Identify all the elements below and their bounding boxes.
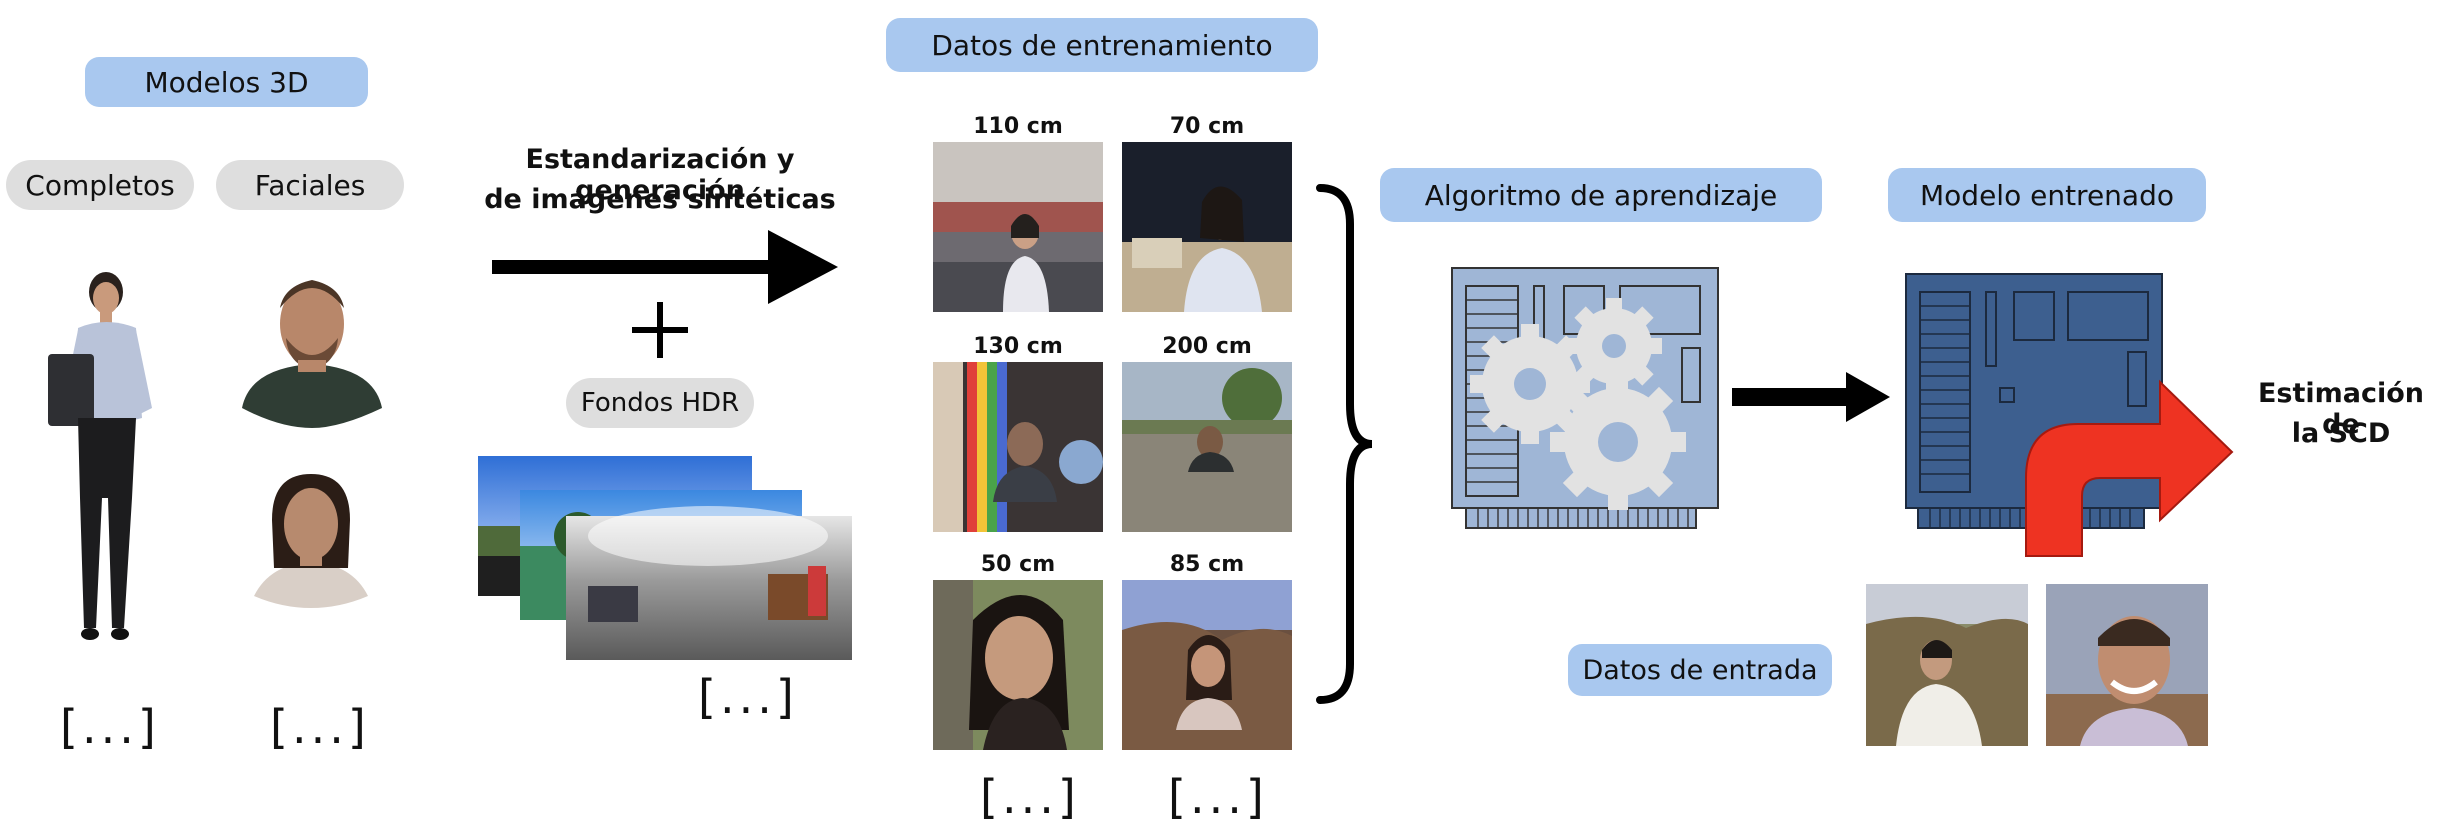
training-image [933,142,1103,312]
process-caption-line2: de imágenes sintéticas [484,184,836,215]
distance-label: 130 cm [973,334,1063,359]
distance-label: 85 cm [1169,552,1245,577]
person-figure-icon [48,272,152,640]
plus-icon [632,302,688,358]
ellipsis-training-left: [...] [980,770,1080,824]
face-bust-icon [254,474,368,608]
training-image [1122,362,1292,532]
full-models-label: Completos [6,160,194,210]
training-image [1122,142,1292,312]
models-title: Modelos 3D [85,57,368,107]
process-caption-line1: Estandarización y generación [525,144,795,206]
arrow-right-icon [1732,372,1890,422]
ellipsis-training-right: [...] [1168,770,1268,824]
arrow-right-icon [492,230,838,304]
facial-models-label: Faciales [216,160,404,210]
trained-model-title: Modelo entrenado [1888,168,2206,222]
ellipsis-facial-models: [...] [270,700,370,754]
face-bust-icon [242,280,382,428]
training-image [1122,580,1292,750]
distance-label: 110 cm [973,114,1063,139]
gear-icon [1470,298,1686,510]
hdr-panorama-icon [478,456,852,660]
distance-label: 200 cm [1162,334,1252,359]
curved-arrow-icon [2025,379,2234,557]
input-image [1866,584,2028,746]
chip-board-icon [1451,267,1719,529]
training-image [933,580,1103,750]
output-label-line2: la SCD [2291,418,2391,449]
training-data-title: Datos de entrenamiento [886,18,1318,72]
output-label-line1: Estimación de [2257,378,2425,440]
hdr-backgrounds-label: Fondos HDR [566,378,754,428]
ellipsis-full-models: [...] [60,700,160,754]
input-data-label: Datos de entrada [1568,644,1832,696]
distance-label: 50 cm [980,552,1056,577]
distance-label: 70 cm [1169,114,1245,139]
training-image [933,362,1103,532]
brace-icon [1316,184,1373,704]
input-image [2046,584,2208,746]
ellipsis-hdr: [...] [698,670,798,724]
algorithm-title: Algoritmo de aprendizaje [1380,168,1822,222]
